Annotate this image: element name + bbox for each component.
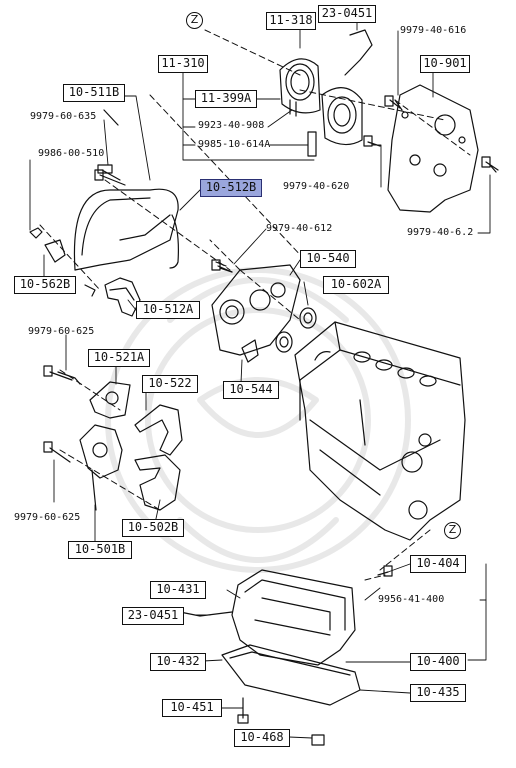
upper-timing-cover xyxy=(73,109,179,271)
part-label-10-502b[interactable]: 10-502B xyxy=(122,519,184,537)
part-label-9956-41-400[interactable]: 9956-41-400 xyxy=(378,594,445,605)
part-label-10-400[interactable]: 10-400 xyxy=(410,653,466,671)
part-label-10-540[interactable]: 10-540 xyxy=(300,250,356,268)
part-label-10-501b[interactable]: 10-501B xyxy=(68,541,132,559)
part-label-10-431[interactable]: 10-431 xyxy=(150,581,206,599)
front-timing-cover xyxy=(211,264,301,363)
part-label-23-0451-top[interactable]: 23-0451 xyxy=(318,5,376,23)
part-label-9923-40-908[interactable]: 9923-40-908 xyxy=(198,120,265,131)
reference-circle-z-bottom: Z xyxy=(444,522,461,539)
part-label-10-544[interactable]: 10-544 xyxy=(223,381,279,399)
part-label-10-512a[interactable]: 10-512A xyxy=(136,301,200,319)
gasket-522 xyxy=(134,404,183,456)
part-label-9979-60-625-upper[interactable]: 9979-60-625 xyxy=(28,326,95,337)
part-label-10-521a[interactable]: 10-521A xyxy=(88,349,150,367)
oil-pan-gasket xyxy=(221,644,361,706)
part-label-10-901[interactable]: 10-901 xyxy=(420,55,470,73)
part-label-11-310[interactable]: 11-310 xyxy=(158,55,208,73)
oil-pan xyxy=(179,569,356,666)
engine-block xyxy=(294,321,466,541)
reference-circle-z-top: Z xyxy=(186,12,203,29)
part-label-10-562b[interactable]: 10-562B xyxy=(14,276,76,294)
dashed-centerlines xyxy=(39,29,471,581)
part-label-10-511b[interactable]: 10-511B xyxy=(63,84,125,102)
part-label-9979-40-612[interactable]: 9979-40-612 xyxy=(266,223,333,234)
part-label-9979-40-6-2[interactable]: 9979-40-6.2 xyxy=(407,227,474,238)
part-label-10-512b-highlighted[interactable]: 10-512B xyxy=(200,179,262,197)
part-label-9986-00-510[interactable]: 9986-00-510 xyxy=(38,148,105,159)
bolts xyxy=(43,95,499,746)
part-label-10-522[interactable]: 10-522 xyxy=(142,375,198,393)
part-label-10-404[interactable]: 10-404 xyxy=(410,555,466,573)
part-label-9979-60-625-lower[interactable]: 9979-60-625 xyxy=(14,512,81,523)
end-plate xyxy=(387,84,497,213)
part-label-9979-60-635[interactable]: 9979-60-635 xyxy=(30,111,97,122)
rear-seal-cover xyxy=(279,29,373,157)
bracket-562b xyxy=(29,227,96,297)
part-label-10-451[interactable]: 10-451 xyxy=(162,699,222,717)
gasket-512a xyxy=(104,277,141,317)
lower-cover-521a xyxy=(57,371,131,419)
part-label-10-602a[interactable]: 10-602A xyxy=(323,276,389,294)
gasket-502b xyxy=(134,454,181,511)
part-label-10-432[interactable]: 10-432 xyxy=(150,653,206,671)
lower-timing-cover xyxy=(79,424,123,511)
part-label-9985-10-614a[interactable]: 9985-10-614A xyxy=(198,139,271,150)
part-label-10-435[interactable]: 10-435 xyxy=(410,684,466,702)
part-label-9979-40-616[interactable]: 9979-40-616 xyxy=(400,25,467,36)
part-label-23-0451-bottom[interactable]: 23-0451 xyxy=(122,607,184,625)
part-label-10-468[interactable]: 10-468 xyxy=(234,729,290,747)
part-label-11-399a[interactable]: 11-399A xyxy=(195,90,257,108)
part-label-11-318[interactable]: 11-318 xyxy=(266,12,316,30)
part-label-9979-40-620[interactable]: 9979-40-620 xyxy=(283,181,350,192)
